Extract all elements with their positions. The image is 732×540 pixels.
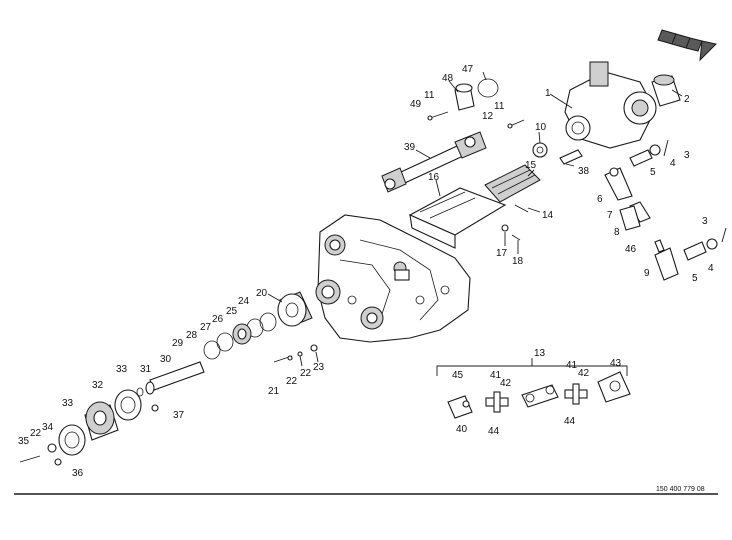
leader-lines	[267, 71, 683, 367]
callout-46: 46	[625, 244, 637, 255]
gearbox-housing	[315, 214, 471, 343]
callout-23: 23	[313, 362, 325, 373]
callout-41: 41	[566, 360, 578, 371]
gear-shaft	[484, 142, 548, 203]
bolts	[427, 111, 529, 241]
callout-35: 35	[18, 436, 30, 447]
callout-30: 30	[160, 354, 172, 365]
callout-42: 42	[578, 368, 590, 379]
callout-7: 7	[607, 210, 613, 221]
callout-8: 8	[614, 227, 620, 238]
callout-42: 42	[500, 378, 512, 389]
callout-40: 40	[456, 424, 468, 435]
callout-20: 20	[256, 288, 268, 299]
callout-2: 2	[684, 94, 690, 105]
callout-17: 17	[496, 248, 508, 259]
callout-18: 18	[512, 256, 524, 267]
callout-21: 21	[268, 386, 280, 397]
document-number: 150 400 779 08	[656, 486, 705, 493]
sleeve-and-ring	[454, 78, 499, 111]
callout-43: 43	[610, 358, 622, 369]
callout-9: 9	[644, 268, 650, 279]
callout-4: 4	[708, 263, 714, 274]
callout-32: 32	[92, 380, 104, 391]
callout-25: 25	[226, 306, 238, 317]
callout-37: 37	[173, 410, 185, 421]
callout-11: 11	[424, 90, 435, 101]
callout-1: 1	[545, 88, 551, 99]
callout-3: 3	[684, 150, 690, 161]
linkage-parts	[559, 139, 727, 281]
callout-22: 22	[30, 428, 42, 439]
callout-3: 3	[702, 216, 708, 227]
callout-29: 29	[172, 338, 184, 349]
cardan-joint-group	[436, 358, 631, 419]
callout-10: 10	[535, 122, 547, 133]
callout-11: 11	[494, 101, 505, 112]
callout-13: 13	[534, 348, 546, 359]
callout-24: 24	[238, 296, 250, 307]
callout-22: 22	[300, 368, 312, 379]
direction-arrow-icon	[657, 29, 718, 62]
callout-38: 38	[578, 166, 590, 177]
callout-14: 14	[542, 210, 554, 221]
callout-44: 44	[564, 416, 576, 427]
callout-48: 48	[442, 73, 454, 84]
callout-12: 12	[482, 111, 494, 122]
cover-shield	[408, 187, 507, 249]
callout-34: 34	[42, 422, 54, 433]
shaft-assembly	[19, 291, 318, 466]
callout-6: 6	[597, 194, 603, 205]
callout-16: 16	[428, 172, 440, 183]
callout-15: 15	[525, 160, 537, 171]
callout-36: 36	[72, 468, 84, 479]
callout-labels: 1 2 3 4 5 6 7 8 46 9 3 4 5 47 48 49 11 1…	[18, 64, 714, 479]
callout-39: 39	[404, 142, 416, 153]
callout-49: 49	[410, 99, 422, 110]
callout-31: 31	[140, 364, 152, 375]
callout-41: 41	[490, 370, 502, 381]
callout-28: 28	[186, 330, 198, 341]
callout-33: 33	[116, 364, 128, 375]
drive-shaft	[381, 131, 487, 193]
callout-45: 45	[452, 370, 464, 381]
callout-27: 27	[200, 322, 212, 333]
callout-47: 47	[462, 64, 474, 75]
callout-4: 4	[670, 158, 676, 169]
callout-26: 26	[212, 314, 224, 325]
callout-5: 5	[692, 273, 698, 284]
callout-5: 5	[650, 167, 656, 178]
bevel-gearbox	[564, 61, 681, 149]
callout-44: 44	[488, 426, 500, 437]
callout-22: 22	[286, 376, 298, 387]
callout-33: 33	[62, 398, 74, 409]
